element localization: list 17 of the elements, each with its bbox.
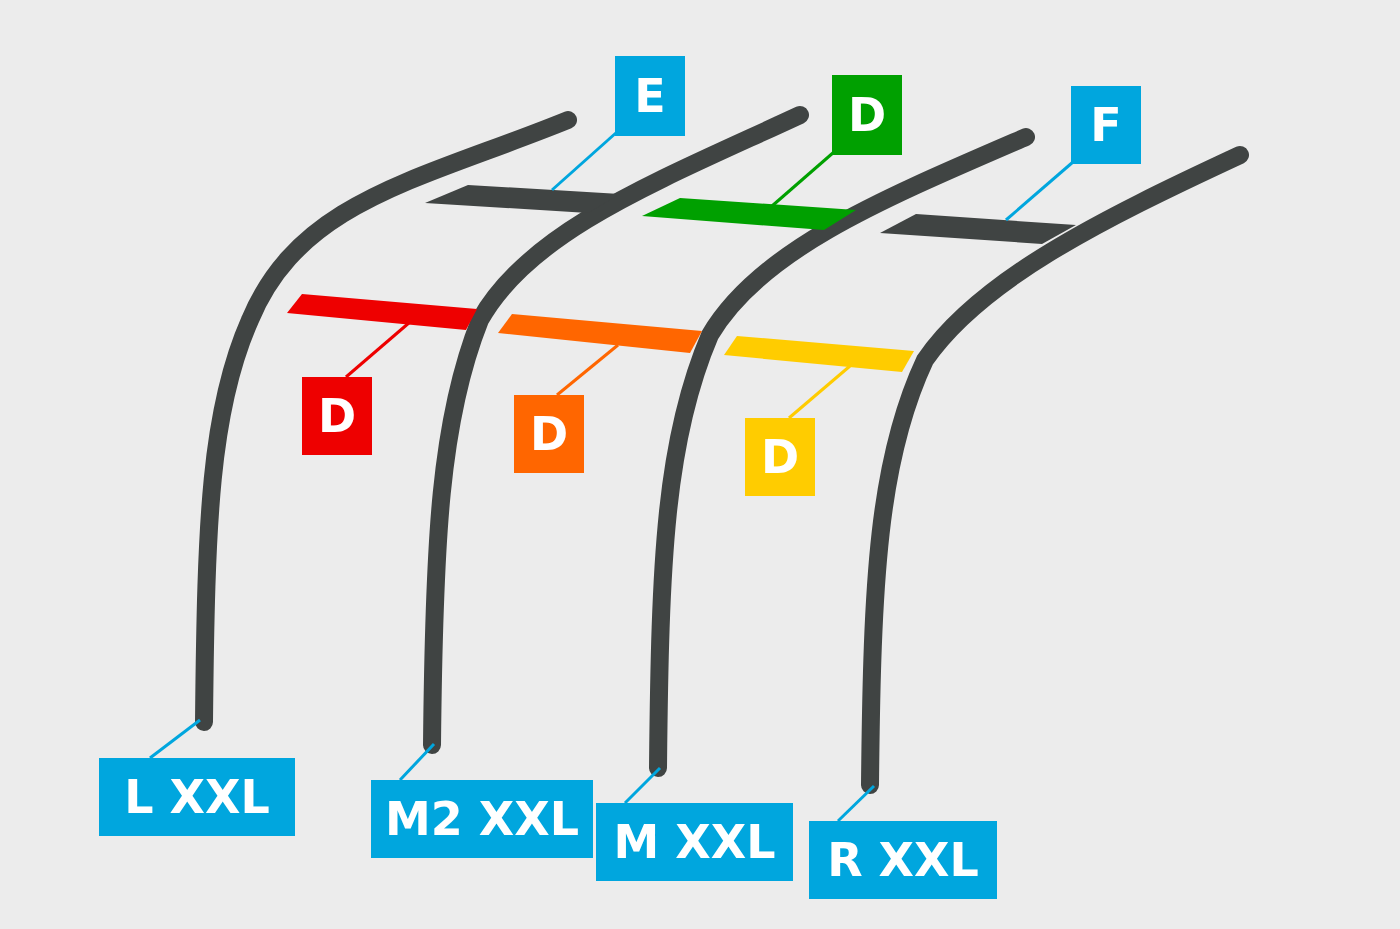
leader-line [623,766,662,805]
pole-label: R XXL [809,821,997,899]
pole-label: E [615,56,685,136]
pole-label: M2 XXL [371,780,593,858]
leader-line [149,718,201,760]
leader-line [398,742,436,782]
leader-line [788,364,851,420]
pole-label: D [832,75,902,155]
leader-line [771,150,835,208]
pole-label: F [1071,86,1141,164]
pole-label: L XXL [99,758,295,836]
leader-line [1005,160,1074,222]
tent-pole [195,111,577,731]
leader-line [836,784,876,823]
tent-pole [861,146,1249,794]
pole-label: M XXL [596,803,793,881]
leader-line [556,343,619,397]
